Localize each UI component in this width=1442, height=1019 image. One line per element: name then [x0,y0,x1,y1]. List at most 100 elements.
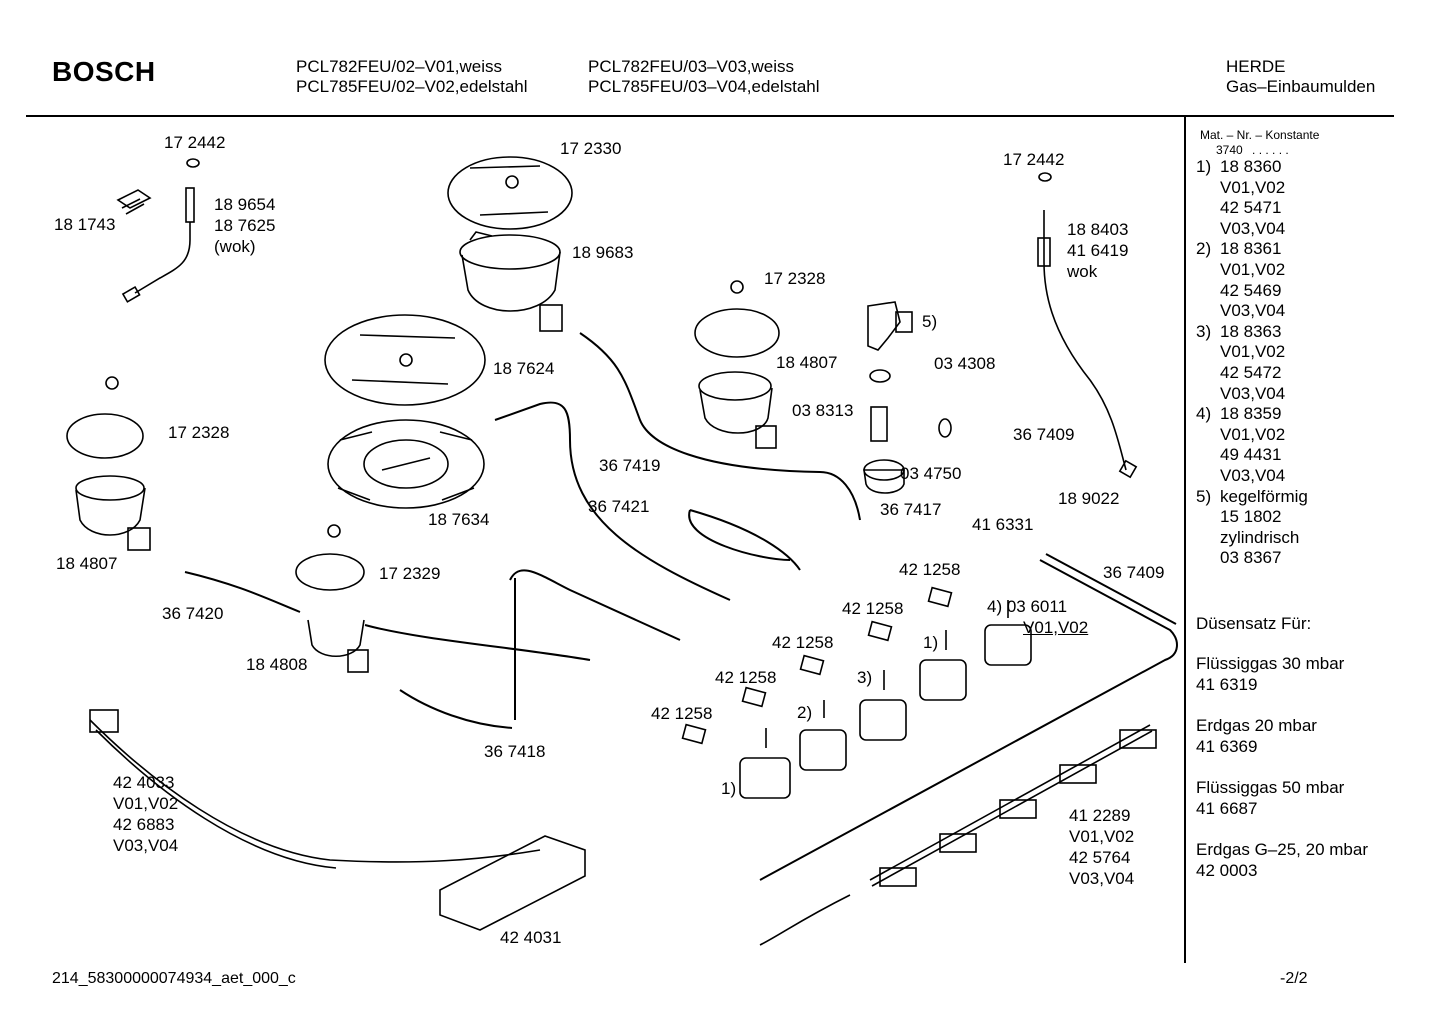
variant-line: zylindrisch [1220,527,1300,547]
variant-line: 15 1802 [1220,507,1282,527]
part-label: 41 6419 [1067,241,1129,260]
variant-number: 3) [1196,321,1212,341]
part-label: 2) [797,703,813,722]
category: HERDE Gas–Einbaumulden [1226,57,1375,97]
variant-line: kegelförmig [1220,486,1308,506]
part-label: 18 9022 [1058,489,1120,508]
burner-plate-icon [324,314,486,406]
part-label: 03 8313 [792,401,854,420]
model-line: PCL785FEU/02–V02,edelstahl [296,77,528,96]
part-label-group: 18 9654 18 7625 (wok) [214,194,275,257]
part-label: 36 7417 [880,500,942,519]
part-label: 3) [857,668,873,687]
variant-line: 18 8360 [1220,157,1282,176]
variant-line: 42 5469 [1220,280,1282,300]
brand-logo: BOSCH [52,56,156,87]
igniter-left-icon [116,158,200,303]
variant-line: V03,V04 [1220,301,1286,321]
part-label: 42 1258 [715,668,777,687]
ignition-harness-icon [89,709,1157,946]
part-label: 18 9654 [214,195,276,214]
part-label: 42 4033 [113,773,175,792]
variant-line: 18 8363 [1220,321,1282,341]
part-label: (wok) [214,237,256,256]
variant-line: 42 5472 [1220,362,1282,382]
variant-item: 2) 18 8361 V01,V02 42 5469 V03,V04 [1196,239,1308,321]
part-label: 18 7634 [428,510,490,529]
variant-item: 5) kegelförmig 15 1802 zylindrisch 03 83… [1196,487,1308,569]
variant-item: 4) 18 8359 V01,V02 49 4431 V03,V04 [1196,404,1308,486]
part-label: 5) [922,312,938,331]
model-line: PCL785FEU/03–V04,edelstahl [588,77,820,96]
part-label: 17 2328 [764,269,826,288]
category-line: Gas–Einbaumulden [1226,77,1376,96]
part-label: 17 2442 [164,133,226,152]
wok-burner-icon [447,156,573,332]
mat-dots: . . . . . . [1252,143,1289,157]
nozzle-code: 41 6369 [1196,736,1258,756]
variant-list: 1) 18 8360 V01,V02 42 5471 V03,V04 2) 18… [1196,157,1308,569]
part-label: 18 1743 [54,215,116,234]
valves-icon [681,586,1032,799]
variant-number: 1) [1196,157,1212,176]
part-label: V03,V04 [113,836,179,855]
burner-left-icon [66,376,151,551]
nozzle-code: 41 6319 [1196,674,1258,694]
part-label-group: 42 4033 V01,V02 42 6883 V03,V04 [113,772,178,856]
part-label: 36 7418 [484,742,546,761]
part-label: 41 6331 [972,515,1034,534]
nozzle-item: Erdgas 20 mbar 41 6369 [1196,716,1317,757]
part-label: 18 4807 [56,554,118,573]
burner-crown-icon [327,419,485,509]
part-label: 03 4308 [934,354,996,373]
part-label: 03 4750 [900,464,962,483]
doc-id: 214_58300000074934_aet_000_c [52,970,296,987]
part-label: 18 8403 [1067,220,1129,239]
nozzle-item: Flüssiggas 30 mbar 41 6319 [1196,654,1344,695]
variant-line: V03,V04 [1220,218,1286,238]
variant-line: 18 8359 [1220,404,1282,424]
part-label: 18 4808 [246,655,308,674]
nozzle-name: Erdgas 20 mbar [1196,716,1317,735]
variant-line: V03,V04 [1220,465,1286,485]
part-label: 18 7625 [214,216,276,235]
variant-line: V01,V02 [1220,424,1286,444]
part-label: 36 7419 [599,456,661,475]
part-label-group: 41 2289 V01,V02 42 5764 V03,V04 [1069,805,1134,889]
nozzle-item: Erdgas G–25, 20 mbar 42 0003 [1196,840,1368,881]
variant-line: 42 5471 [1220,198,1282,218]
mat-label: Mat. – Nr. – Konstante [1200,128,1320,142]
variant-line: V01,V02 [1220,342,1286,362]
model-list-1: PCL782FEU/02–V01,weiss PCL785FEU/02–V02,… [296,57,528,97]
part-label: wok [1067,262,1098,281]
part-label: 4) 03 6011 [987,597,1068,616]
part-label: 18 9683 [572,243,634,262]
variant-line: 03 8367 [1220,548,1282,568]
part-label: 1) [923,633,939,652]
part-label: 17 2442 [1003,150,1065,169]
part-label: V01,V02 [113,794,179,813]
burner-mid-icon [694,280,780,449]
variant-line: V01,V02 [1220,259,1286,279]
fittings-icon [863,301,952,494]
nozzle-code: 42 0003 [1196,860,1258,880]
category-line: HERDE [1226,57,1286,76]
part-label: 18 4807 [776,353,838,372]
nozzle-title: Düsensatz Für: [1196,614,1312,633]
part-label: 42 1258 [842,599,904,618]
variant-line: V01,V02 [1220,177,1286,197]
part-label: 42 1258 [899,560,961,579]
header-divider [26,115,1394,117]
nozzle-name: Erdgas G–25, 20 mbar [1196,840,1368,859]
part-label: 36 7420 [162,604,224,623]
part-label: 42 1258 [651,704,713,723]
variant-item: 3) 18 8363 V01,V02 42 5472 V03,V04 [1196,322,1308,404]
igniter-right-icon [1037,172,1138,479]
part-label: V03,V04 [1069,869,1135,888]
part-label: 18 7624 [493,359,555,378]
burner-small-icon [295,524,369,673]
part-label: 42 5764 [1069,848,1131,867]
gas-pipes-icon [184,332,1178,881]
part-label: 17 2330 [560,139,622,158]
